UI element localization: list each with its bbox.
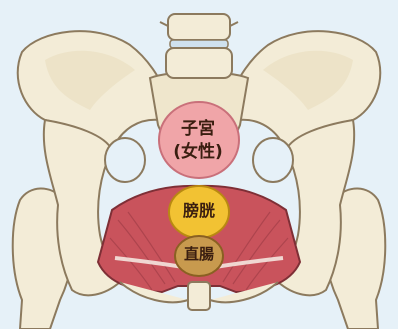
vertebra-lower [166, 48, 232, 78]
left-obturator-foramen [105, 138, 145, 182]
uterus-label: 子宮 [170, 120, 226, 140]
intervertebral-disc [170, 40, 228, 48]
pubic-symphysis [188, 282, 210, 310]
bladder-label: 膀胱 [172, 202, 226, 220]
rectum-label: 直腸 [176, 246, 222, 263]
uterus-female-note: (女性) [166, 143, 230, 163]
right-obturator-foramen [253, 138, 293, 182]
vertebra-upper [168, 14, 230, 40]
uterus [159, 102, 239, 178]
